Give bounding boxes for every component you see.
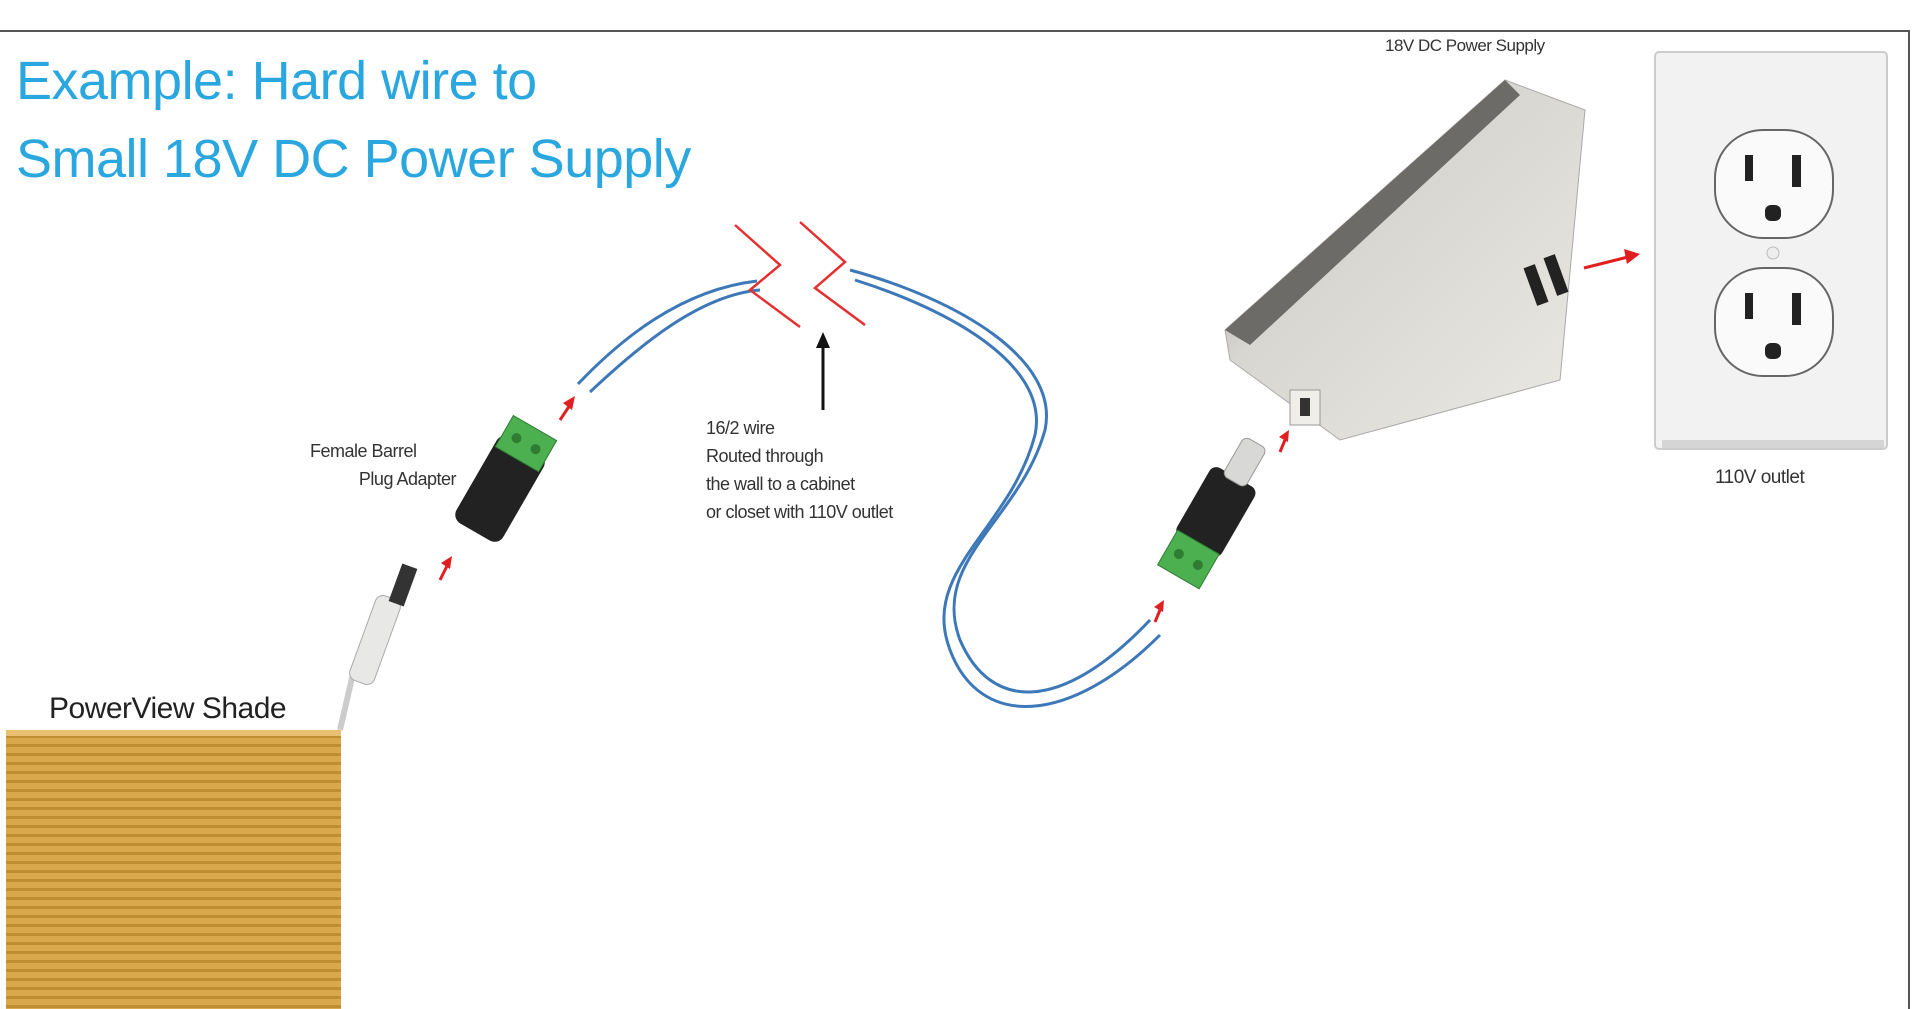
- male-barrel-adapter-image: [1156, 437, 1266, 590]
- female-adapter-label: Female Barrel Plug Adapter: [310, 437, 457, 493]
- wire-note-line: the wall to a cabinet: [706, 474, 855, 494]
- female-adapter-label-line: Plug Adapter: [358, 469, 457, 489]
- wire-note-line: Routed through: [706, 446, 824, 466]
- wire-note-line: 16/2 wire: [706, 418, 775, 438]
- outlet-label: 110V outlet: [1715, 467, 1805, 488]
- power-supply-image: [1224, 79, 1586, 441]
- diagram-frame: [0, 30, 1910, 1009]
- diagram-title-line1: Example: Hard wire to: [16, 51, 537, 111]
- female-barrel-adapter-image: [455, 414, 558, 542]
- shade-label: PowerView Shade: [49, 692, 287, 725]
- wire-16-2: [576, 268, 1162, 708]
- diagram-title-line2: Small 18V DC Power Supply: [16, 129, 691, 189]
- powerview-shade-image: [6, 730, 341, 1009]
- wall-break-icon: [734, 221, 866, 329]
- male-barrel-plug-image: [337, 563, 418, 731]
- wire-note-line: or closet with 110V outlet: [706, 502, 893, 522]
- power-supply-label: 18V DC Power Supply: [1385, 36, 1545, 55]
- wall-outlet-image: [1654, 51, 1888, 450]
- female-adapter-label-line: Female Barrel: [310, 441, 417, 461]
- arrow-up-icon: [816, 332, 830, 410]
- wire-note: 16/2 wire Routed through the wall to a c…: [706, 414, 893, 526]
- connection-arrows: [438, 249, 1640, 623]
